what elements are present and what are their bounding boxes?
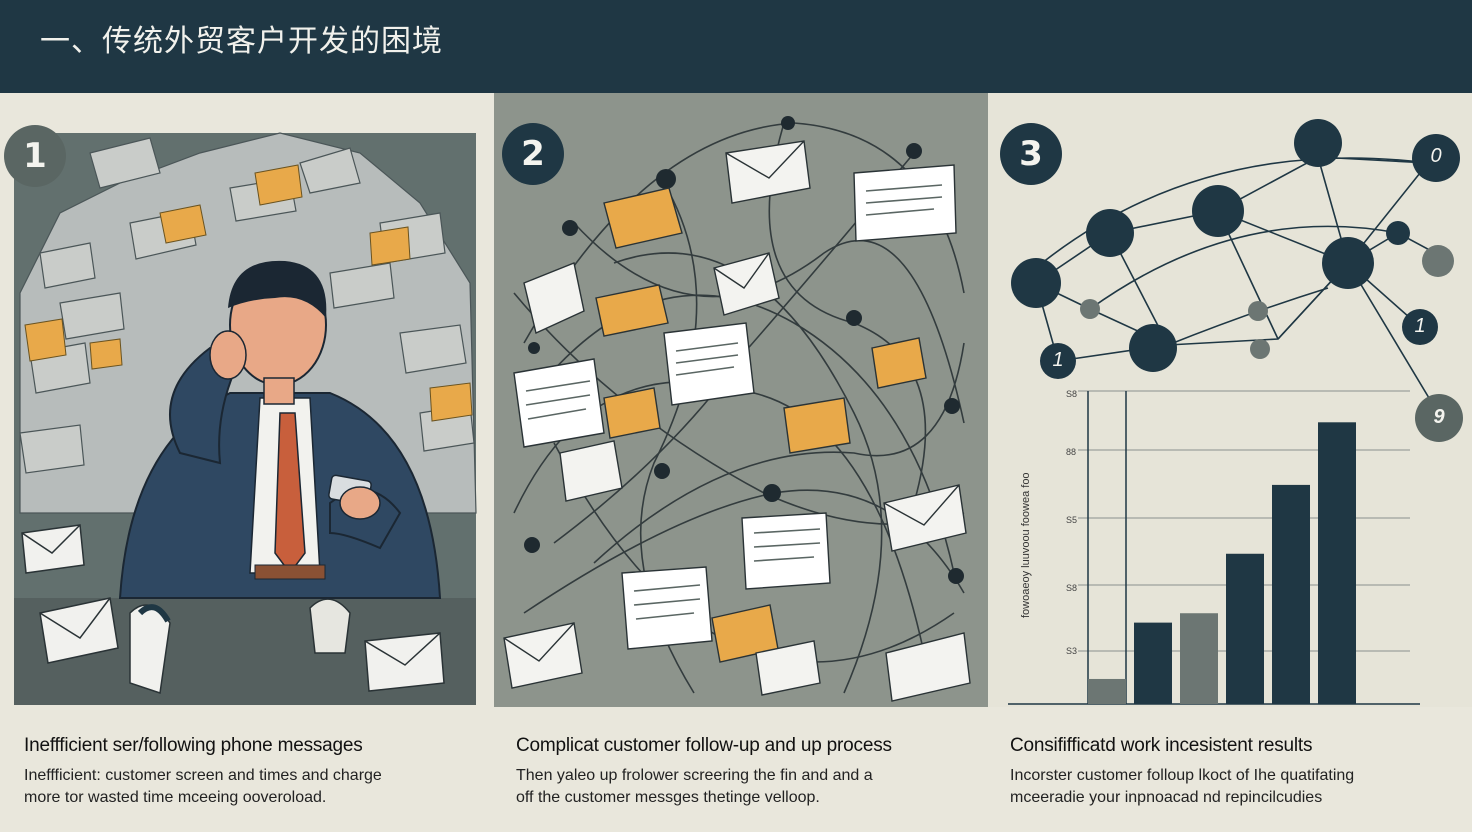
chart-bar-6 xyxy=(1318,422,1356,704)
chart-bar-2 xyxy=(1134,622,1172,704)
ytick-label: S3 xyxy=(1066,646,1078,656)
node-label-1b: 1 xyxy=(1414,315,1426,337)
node-label-1a: 1 xyxy=(1052,349,1064,371)
chart-yaxis-title: fowoaeoy luuvoou foowea foo xyxy=(1020,472,1032,618)
caption-body-2: Then yaleo up frolower screering the fin… xyxy=(516,767,873,806)
network-nodes xyxy=(1011,119,1463,442)
panel-inconsistent-results: 3 0 1 1 9 xyxy=(988,93,1472,707)
caption-3: Consififficatd work incesistent results … xyxy=(1010,735,1470,809)
step-badge-3: 3 xyxy=(1000,123,1062,185)
header-bar: 一、传统外贸客户开发的困境 xyxy=(0,0,1472,93)
bar-chart xyxy=(1008,390,1420,705)
chart-bar-3 xyxy=(1180,613,1218,704)
panel-inefficient-messages: 1 xyxy=(0,93,494,707)
stressed-man-illustration xyxy=(14,132,477,705)
caption-body-1: Ineffficient: customer screen and times … xyxy=(24,767,382,806)
caption-1: Ineffficient ser/following phone message… xyxy=(24,735,484,809)
panel-complicated-followup: 2 xyxy=(494,93,988,707)
caption-body-3: Incorster customer folloup lkoct of Ihe … xyxy=(1010,767,1355,806)
step-badge-2: 2 xyxy=(502,123,564,185)
ytick-label: 88 xyxy=(1066,447,1077,457)
network-and-bars-illustration xyxy=(1008,119,1463,705)
chart-bar-5 xyxy=(1272,484,1310,704)
ytick-label: S8 xyxy=(1066,389,1078,399)
caption-2: Complicat customer follow-up and up proc… xyxy=(516,735,976,809)
tangled-network-illustration xyxy=(503,116,971,702)
caption-title-3: Consififficatd work incesistent results xyxy=(1010,735,1313,756)
ytick-label: S5 xyxy=(1066,515,1078,525)
step-badge-1: 1 xyxy=(4,125,66,187)
node-label-0: 0 xyxy=(1430,145,1442,167)
chart-bar-1 xyxy=(1088,678,1126,704)
page-title: 一、传统外贸客户开发的困境 xyxy=(40,24,443,59)
node-label-9: 9 xyxy=(1433,406,1445,428)
chart-bar-4 xyxy=(1226,553,1264,704)
ytick-label: S8 xyxy=(1066,583,1078,593)
caption-title-1: Ineffficient ser/following phone message… xyxy=(24,735,363,756)
caption-title-2: Complicat customer follow-up and up proc… xyxy=(516,735,892,756)
